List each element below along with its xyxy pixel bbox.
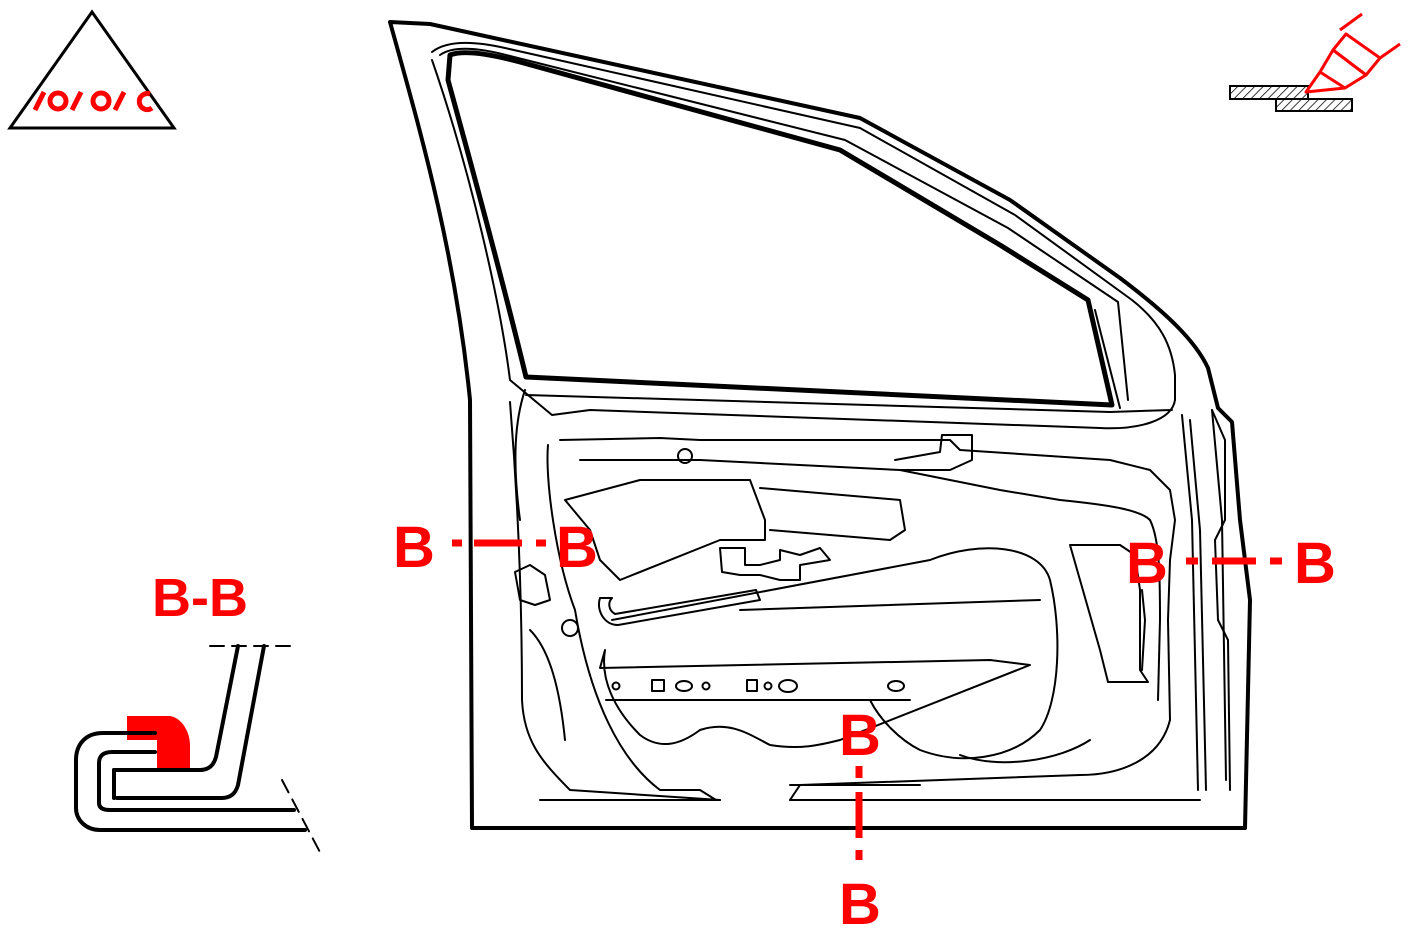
section-title: B-B bbox=[152, 568, 248, 628]
section-marker-left-start: B bbox=[393, 515, 435, 580]
section-marker-right-end: B bbox=[1294, 531, 1336, 596]
section-line-left: B B bbox=[393, 515, 598, 580]
door-outline bbox=[388, 20, 1252, 830]
section-marker-right-start: B bbox=[1126, 531, 1168, 596]
sealant-bead bbox=[127, 716, 190, 768]
section-marker-left-end: B bbox=[556, 515, 598, 580]
spot-weld-warning-triangle-icon bbox=[7, 9, 177, 130]
section-line-right: B B bbox=[1126, 531, 1336, 596]
section-marker-bottom-top: B bbox=[839, 703, 881, 768]
section-line-bottom: B B bbox=[839, 703, 881, 937]
welding-torch-lap-joint-icon bbox=[1229, 12, 1401, 112]
section-bb-detail: B-B bbox=[74, 568, 323, 857]
section-marker-bottom-end: B bbox=[839, 872, 881, 937]
